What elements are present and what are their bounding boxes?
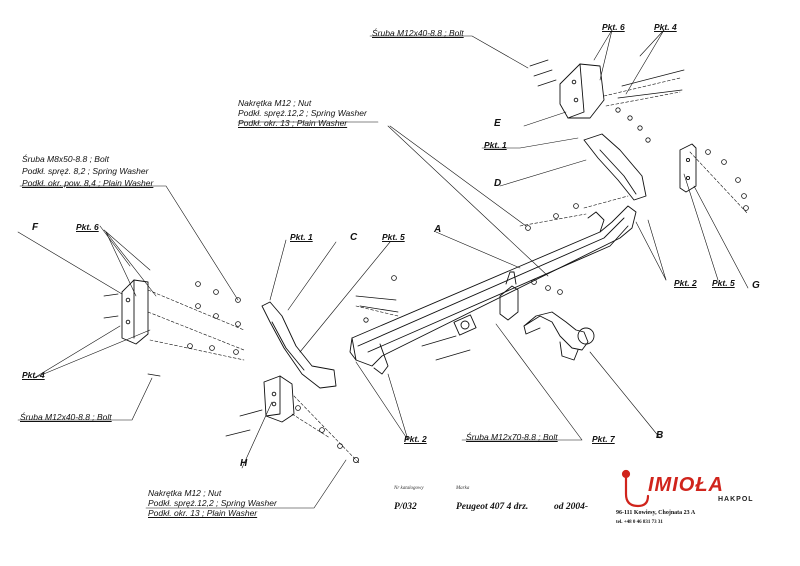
company-phone: tel. +48 0 46 831 73 31 [616, 520, 663, 525]
company-address: 96-111 Kowiesy, Chojnata 23 A [616, 510, 696, 516]
part-letter-b: B [656, 430, 664, 441]
point-label-2-right: Pkt. 2 [674, 278, 697, 288]
assembly-guides [147, 77, 749, 465]
bracket-part-c [261, 301, 337, 389]
tow-ball-part-b [523, 311, 595, 361]
callout-nut-bottom-2: Podkł. spręż.12,2 ; Spring Washer [148, 498, 277, 508]
plate-part-g [679, 143, 697, 193]
catalog-number: P/032 [394, 502, 417, 512]
point-label-1-right: Pkt. 1 [484, 140, 507, 150]
part-letter-h: H [240, 458, 248, 469]
part-letter-e: E [494, 118, 501, 129]
point-label-4-left: Pkt. 4 [22, 370, 45, 380]
company-subtitle: HAKPOL [718, 496, 754, 503]
point-label-7: Pkt. 7 [592, 434, 615, 444]
company-logo [621, 469, 650, 508]
point-label-5-right: Pkt. 5 [712, 278, 735, 288]
part-letter-f: F [32, 222, 39, 233]
callout-nut-top-1: Nakrętka M12 ; Nut [238, 98, 312, 108]
callout-nut-bottom-1: Nakrętka M12 ; Nut [148, 488, 222, 498]
fasteners [103, 59, 685, 437]
callout-nut-top-2: Podkł. spręż.12,2 ; Spring Washer [238, 108, 367, 118]
part-letter-d: D [494, 178, 502, 189]
bracket-part-e [559, 63, 605, 119]
point-label-2-bottom: Pkt. 2 [404, 434, 427, 444]
company-name: IMIOŁA [648, 474, 724, 496]
part-letter-c: C [350, 232, 358, 243]
model-year: od 2004- [554, 502, 589, 512]
part-letter-a: A [434, 224, 442, 235]
washer-stack [187, 107, 749, 463]
point-label-4-top: Pkt. 4 [654, 22, 677, 32]
point-label-5-left: Pkt. 5 [382, 232, 405, 242]
bracket-part-f [121, 279, 149, 345]
callout-left-2: Podkł. spręż. 8,2 ; Spring Washer [22, 166, 149, 176]
bracket-part-h [263, 375, 295, 423]
part-letter-g: G [752, 280, 760, 291]
brand-label: Marka [456, 486, 470, 491]
catalog-number-label: Nr katalogowy [394, 486, 424, 491]
point-label-6-top: Pkt. 6 [602, 22, 625, 32]
bracket-part-d [583, 133, 647, 201]
point-label-1-left: Pkt. 1 [290, 232, 313, 242]
callout-nut-bottom-3: Podkł. okr. 13 ; Plain Washer [148, 508, 258, 518]
callout-bolt-center: Śruba M12x70-8.8 ; Bolt [466, 432, 558, 442]
leader-lines [17, 29, 749, 509]
crossbar-part-a [349, 205, 637, 375]
vehicle-model: Peugeot 407 4 drz. [456, 502, 529, 512]
callout-bolt-left: Śruba M12x40-8.8 ; Bolt [20, 412, 112, 422]
callout-left-1: Śruba M8x50-8.8 ; Bolt [22, 154, 109, 164]
callout-bolt-top: Śruba M12x40-8.8 ; Bolt [372, 28, 464, 38]
point-label-6-left: Pkt. 6 [76, 222, 99, 232]
callout-left-3: Podkł. okr. pow. 8,4 ; Plain Washer [22, 178, 154, 188]
callout-nut-top-3: Podkł. okr. 13 ; Plain Washer [238, 118, 348, 128]
